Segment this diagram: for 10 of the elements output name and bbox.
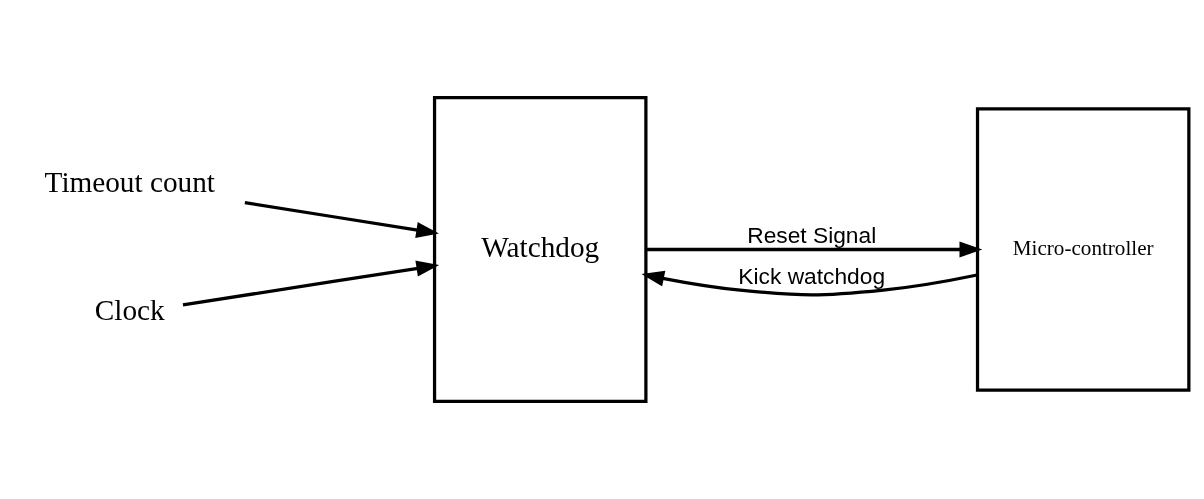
edge-label: Kick watchdog	[738, 262, 886, 289]
node-text: Timeout count	[44, 165, 215, 198]
arrow	[645, 241, 983, 258]
node-text: Clock	[94, 294, 165, 327]
arrow	[182, 260, 440, 307]
node-box: Watchdog	[432, 95, 648, 404]
arrow	[244, 200, 439, 238]
node-box: Micro-controller	[975, 107, 1191, 392]
edge-label: Reset Signal	[747, 222, 877, 249]
arrow	[641, 270, 978, 297]
